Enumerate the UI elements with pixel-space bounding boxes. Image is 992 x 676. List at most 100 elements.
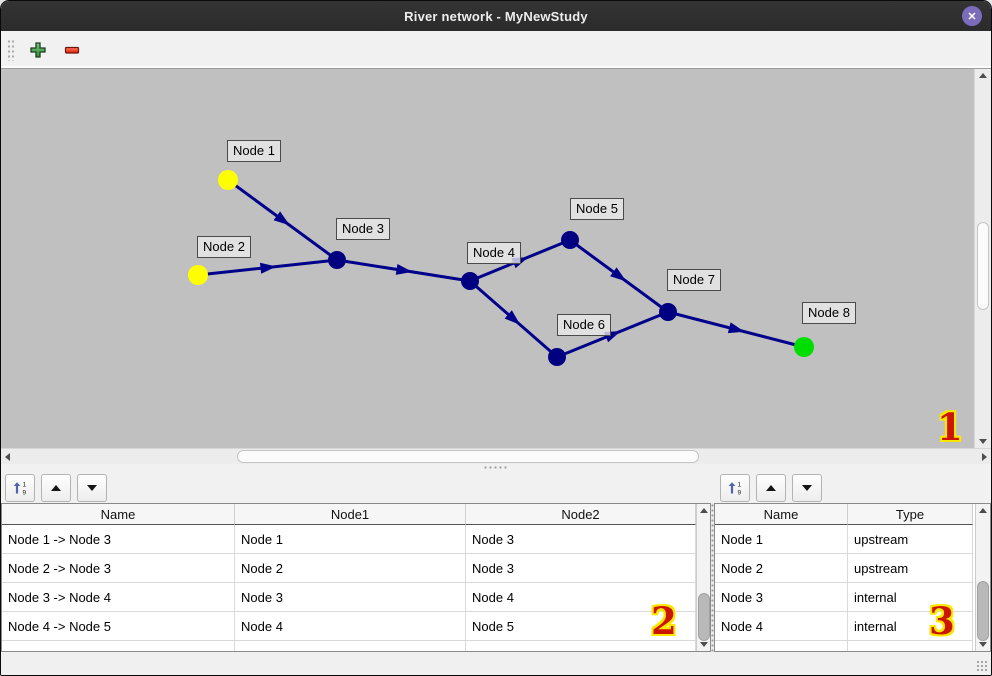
scroll-right-button[interactable] (978, 449, 991, 464)
close-icon: ✕ (967, 10, 977, 23)
table-cell[interactable]: Node 2 (235, 554, 466, 583)
node-label[interactable]: Node 4 (467, 242, 521, 264)
table-cell[interactable]: Node 3 (466, 525, 696, 554)
table-cell[interactable]: Node 1 (715, 525, 848, 554)
window-title: River network - MyNewStudy (404, 8, 588, 24)
table-cell[interactable]: Node 4 (235, 612, 466, 641)
table-cell[interactable]: internal (848, 583, 973, 612)
table-cell[interactable] (848, 641, 973, 651)
nodes-table-toolbar: 1 9 (720, 474, 822, 502)
table-cell[interactable]: Node 4 (715, 612, 848, 641)
table-cell[interactable]: Node 2 (715, 554, 848, 583)
toolbar-grip-handle[interactable] (7, 38, 15, 61)
resize-grip[interactable] (976, 660, 988, 672)
arrow-down-icon (979, 439, 987, 444)
graph-node[interactable] (218, 170, 238, 190)
graph-node[interactable] (461, 272, 479, 290)
move-up-button[interactable] (41, 474, 71, 502)
plus-icon (30, 41, 46, 58)
graph-node[interactable] (794, 337, 814, 357)
edge-arrow[interactable] (273, 211, 290, 226)
edge-arrow[interactable] (259, 262, 277, 274)
column-header: Node1 (235, 504, 466, 525)
table-cell[interactable]: Node 1 (235, 525, 466, 554)
graph-node[interactable] (561, 231, 579, 249)
move-down-button[interactable] (792, 474, 822, 502)
table-cell[interactable] (715, 641, 848, 651)
move-down-button[interactable] (77, 474, 107, 502)
nodes-table-scrollbar[interactable] (975, 504, 990, 651)
table-cell[interactable] (235, 641, 466, 651)
scrollbar-track[interactable] (975, 82, 991, 435)
sort-button[interactable]: 1 9 (720, 474, 750, 502)
node-label[interactable]: Node 6 (557, 314, 611, 336)
edge-arrow[interactable] (610, 267, 627, 282)
scrollbar-thumb[interactable] (977, 581, 989, 641)
scrollbar-thumb[interactable] (237, 450, 699, 463)
pane-splitter[interactable] (1, 464, 991, 471)
graph-node[interactable] (659, 303, 677, 321)
node-label[interactable]: Node 7 (667, 269, 721, 291)
scrollbar-thumb[interactable] (977, 222, 989, 310)
scroll-left-button[interactable] (1, 449, 14, 464)
arrow-down-icon (979, 642, 987, 647)
node-label[interactable]: Node 3 (336, 218, 390, 240)
splitter-handle-icon (483, 466, 509, 469)
table-cell[interactable]: upstream (848, 554, 973, 583)
edge-arrow[interactable] (727, 322, 745, 334)
canvas-horizontal-scrollbar[interactable] (1, 448, 991, 464)
table-cell[interactable]: Node 4 -> Node 5 (2, 612, 235, 641)
move-up-button[interactable] (756, 474, 786, 502)
table-cell[interactable]: internal (848, 612, 973, 641)
table-cell[interactable]: Node 3 -> Node 4 (2, 583, 235, 612)
node-label[interactable]: Node 2 (197, 236, 251, 258)
svg-text:9: 9 (23, 490, 27, 497)
scroll-up-button[interactable] (976, 504, 990, 517)
links-table-scrollbar[interactable] (696, 504, 710, 651)
graph-node[interactable] (188, 265, 208, 285)
table-cell[interactable]: Node 2 -> Node 3 (2, 554, 235, 583)
table-cell[interactable]: Node 4 (466, 583, 696, 612)
node-label[interactable]: Node 5 (570, 198, 624, 220)
table-cell[interactable]: Node 5 (466, 612, 696, 641)
title-bar[interactable]: River network - MyNewStudy ✕ (1, 1, 991, 31)
table-cell[interactable]: Node 3 (235, 583, 466, 612)
tables-splitter[interactable] (711, 503, 714, 652)
table-cell[interactable]: Node 3 (715, 583, 848, 612)
scroll-down-button[interactable] (697, 638, 710, 651)
node-label[interactable]: Node 1 (227, 140, 281, 162)
scrollbar-track[interactable] (14, 449, 978, 464)
column-header: Node2 (466, 504, 696, 525)
move-down-icon (87, 485, 97, 491)
table-cell[interactable]: Node 1 -> Node 3 (2, 525, 235, 554)
network-canvas[interactable]: Node 1 Node 2 Node 3 Node 4 Node 5 Node 6 Node… (1, 69, 974, 448)
edge-arrow[interactable] (395, 263, 413, 275)
scroll-up-button[interactable] (975, 69, 991, 82)
table-cell[interactable]: upstream (848, 525, 973, 554)
sort-button[interactable]: 1 9 (5, 474, 35, 502)
canvas-vertical-scrollbar[interactable] (974, 69, 991, 448)
node-label[interactable]: Node 8 (802, 302, 856, 324)
scrollbar-track[interactable] (697, 517, 710, 641)
graph-node[interactable] (548, 348, 566, 366)
scroll-down-button[interactable] (976, 638, 990, 651)
scroll-down-button[interactable] (975, 435, 991, 448)
scroll-up-button[interactable] (697, 504, 710, 517)
graph-node[interactable] (328, 251, 346, 269)
remove-node-button[interactable] (61, 39, 83, 61)
edge-arrow[interactable] (504, 310, 521, 325)
add-node-button[interactable] (27, 39, 49, 61)
table-cell[interactable] (2, 641, 235, 651)
table-cell[interactable] (466, 641, 696, 651)
close-button[interactable]: ✕ (962, 6, 982, 26)
scrollbar-thumb[interactable] (698, 593, 710, 641)
links-table-toolbar: 1 9 (5, 474, 107, 502)
table-cell[interactable]: Node 3 (466, 554, 696, 583)
scrollbar-track[interactable] (976, 517, 990, 641)
